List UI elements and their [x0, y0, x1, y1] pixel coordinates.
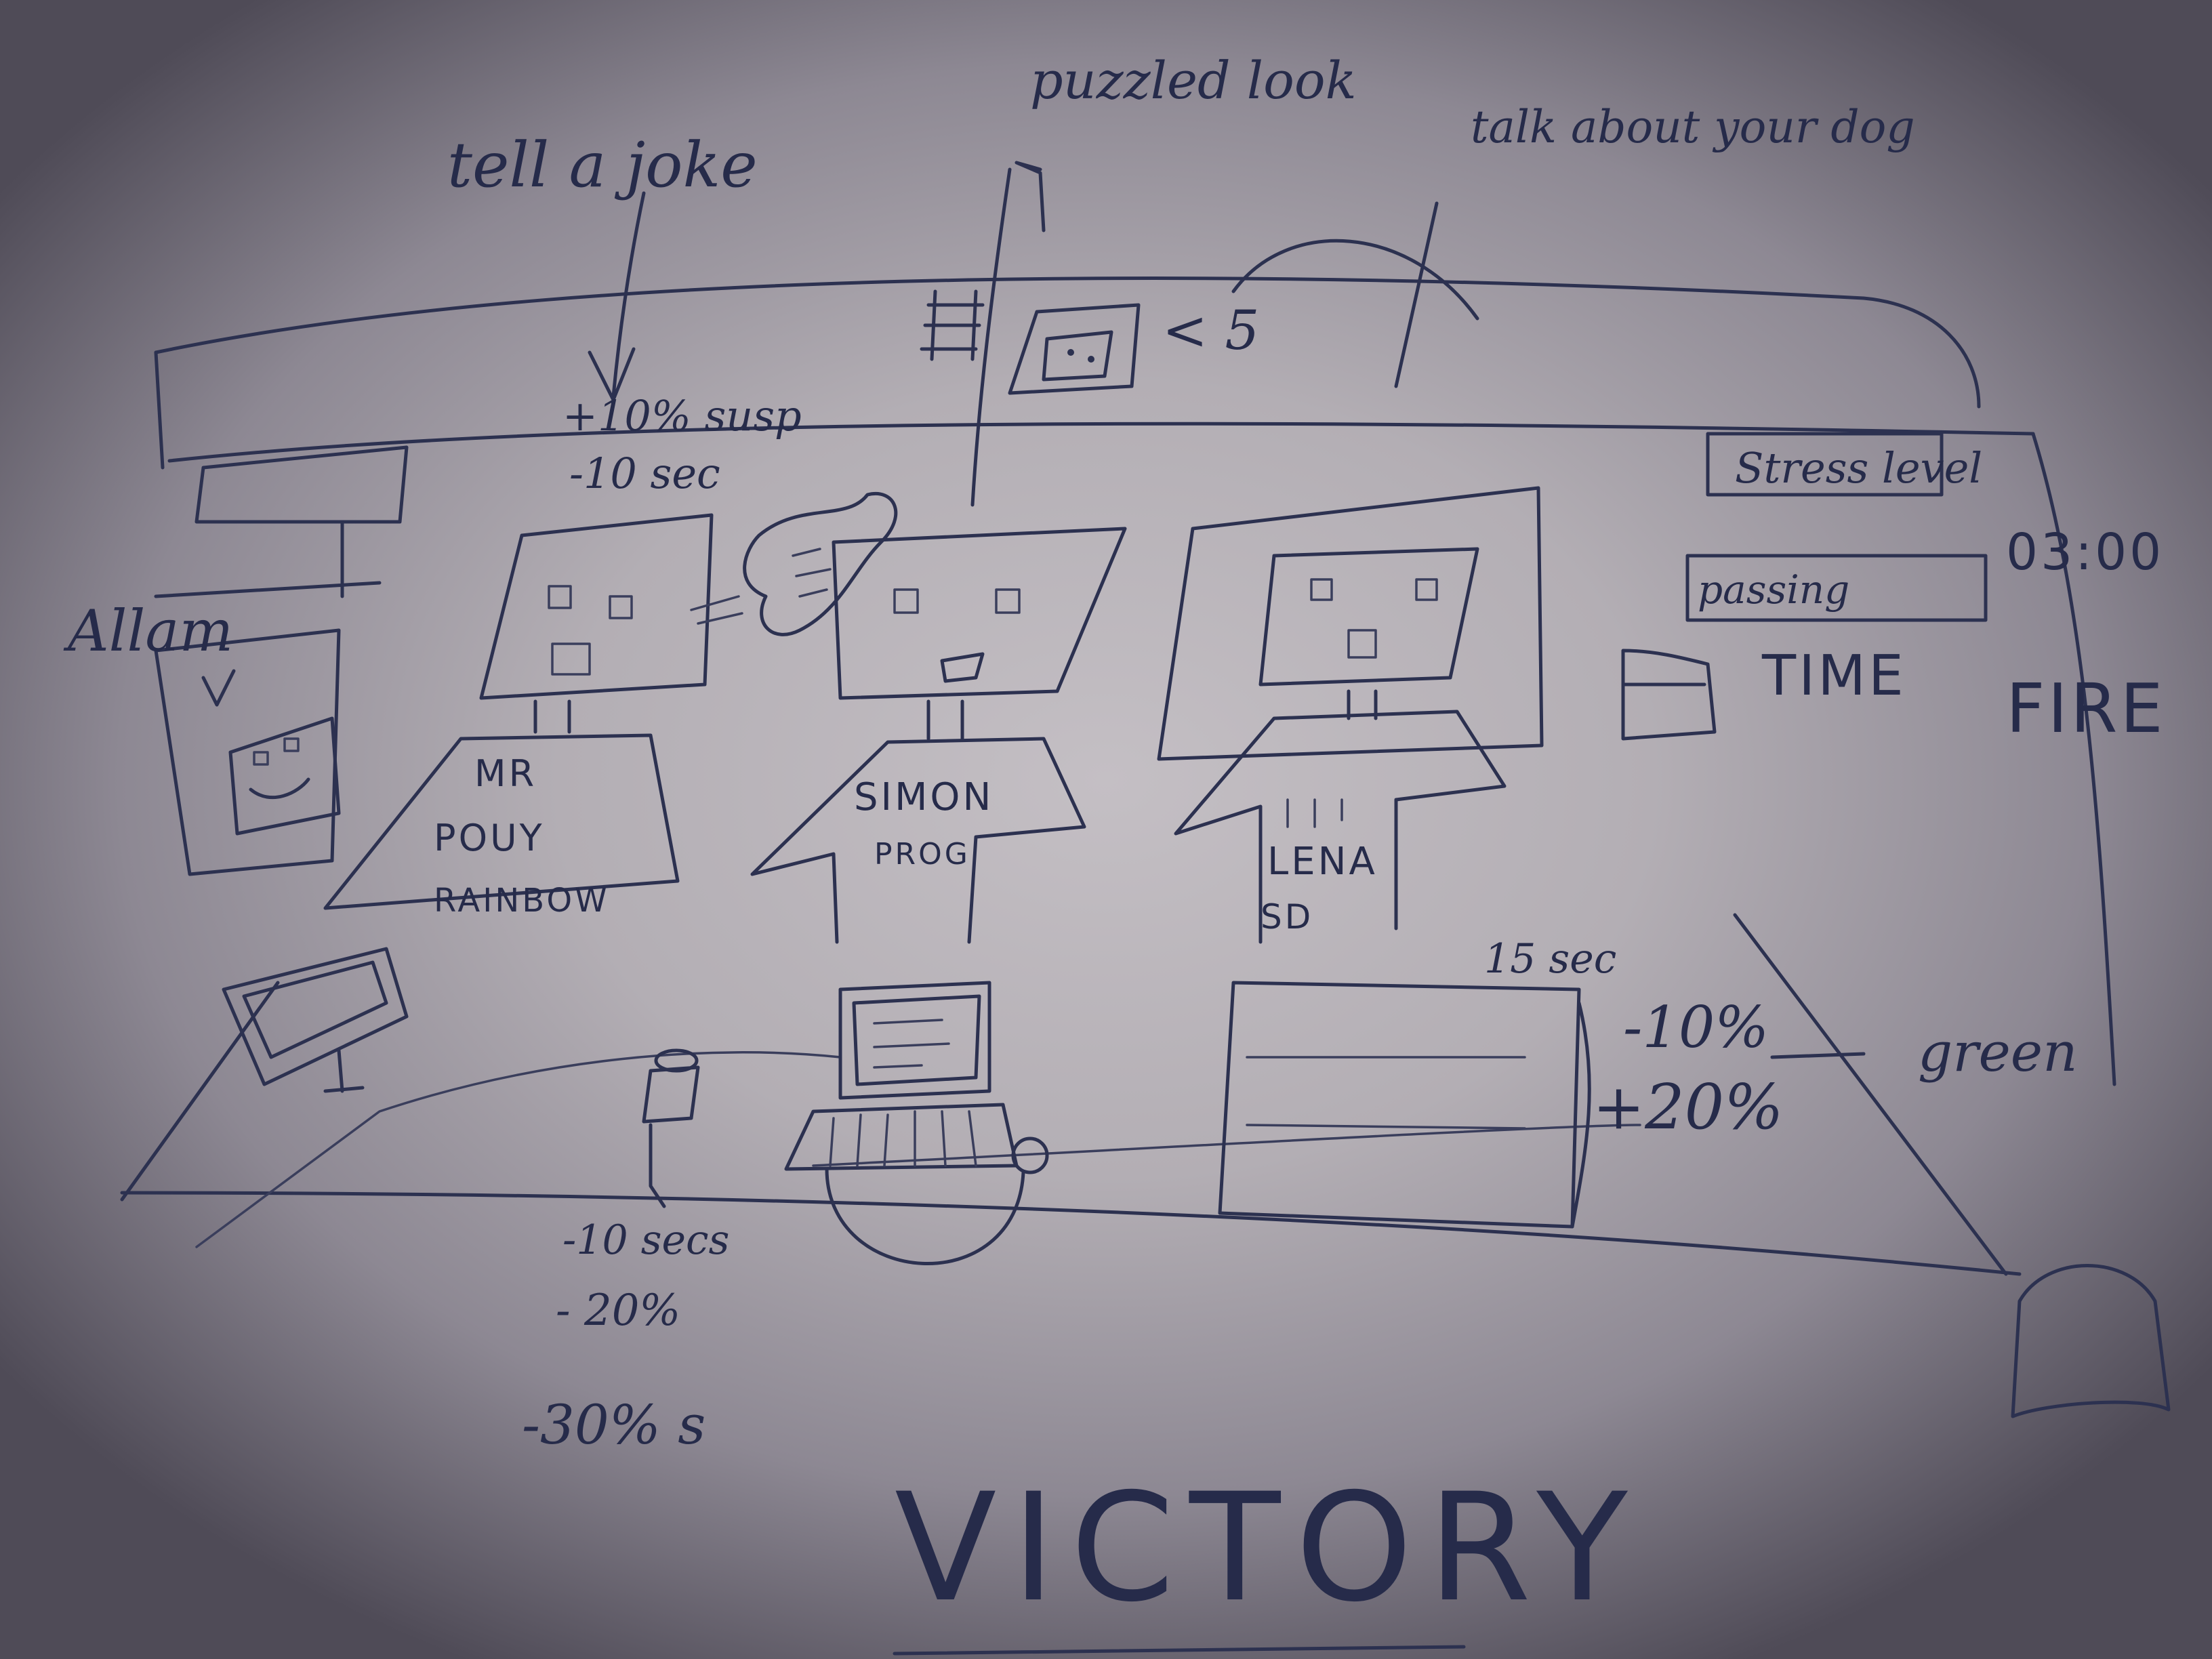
passing-bar — [1685, 554, 1988, 622]
joke-annotation: tell a joke — [447, 129, 758, 402]
hud: Stress level passing 03:00 TIME FIRE — [1621, 432, 2166, 748]
character-line2: PROG — [874, 837, 970, 872]
monitor-icon — [222, 947, 409, 1093]
joke-effect-2: -10 sec — [569, 449, 720, 498]
green-label: green — [1918, 1021, 2078, 1084]
dog-annotation: talk about your dog — [1231, 101, 1915, 388]
desk-document: 15 sec -10% +20% green — [1218, 935, 2078, 1229]
room-outline — [120, 276, 2116, 1276]
character-name: MR — [474, 752, 537, 795]
character-simon[interactable]: SIMON PROG — [750, 527, 1127, 944]
coffee-effect-1: -10 secs — [562, 1216, 729, 1264]
exit-icon[interactable] — [2011, 1264, 2171, 1418]
laptop-icon — [784, 981, 1049, 1265]
passing-label: passing — [1698, 567, 1849, 613]
character-line3: RAINBOW — [434, 882, 610, 920]
talk-about-your-dog-label: talk about your dog — [1471, 101, 1915, 153]
joke-effect-1: +10% susp — [562, 391, 802, 441]
coffee-effect-2: - 20% — [556, 1286, 680, 1336]
tell-a-joke-label: tell a joke — [447, 129, 758, 201]
victory-label: VICTORY — [895, 1461, 1643, 1635]
puzzle-icon: < 5 — [920, 289, 1259, 395]
effect-plus20-label: +20% — [1593, 1071, 1784, 1143]
fire-button[interactable]: FIRE — [2006, 669, 2166, 748]
effect-minus10-label: -10% — [1623, 994, 1769, 1061]
stress-level-label: Stress level — [1735, 443, 1982, 493]
coffee-cup-icon: -10 secs - 20% -30% s — [522, 1048, 729, 1456]
character-mr-pouy[interactable]: MR POUY RAINBOW +10% susp -10 sec — [323, 391, 802, 920]
character-name: SIMON — [854, 775, 994, 819]
puzzle-compare-label: < 5 — [1162, 299, 1259, 362]
character-lena[interactable]: LENA SD — [1157, 486, 1544, 944]
character-line2: SD — [1261, 897, 1313, 937]
poster: Allam — [63, 445, 409, 876]
slow-time-label: 15 sec — [1484, 935, 1616, 983]
character-line2: POUY — [434, 817, 545, 859]
poster-label: Allam — [63, 598, 233, 664]
time-label: TIME — [1761, 644, 1906, 708]
character-name: LENA — [1267, 840, 1378, 884]
stress-level-bar — [1706, 432, 1944, 497]
puzzled-look-label: puzzled look — [1030, 50, 1357, 110]
time-value: 03:00 — [2006, 523, 2164, 581]
puzzled-look-annotation: puzzled look — [970, 50, 1357, 507]
victory-banner: VICTORY — [893, 1461, 1643, 1656]
speech-bubble — [690, 492, 898, 636]
coffee-effect-3: -30% s — [522, 1393, 705, 1456]
